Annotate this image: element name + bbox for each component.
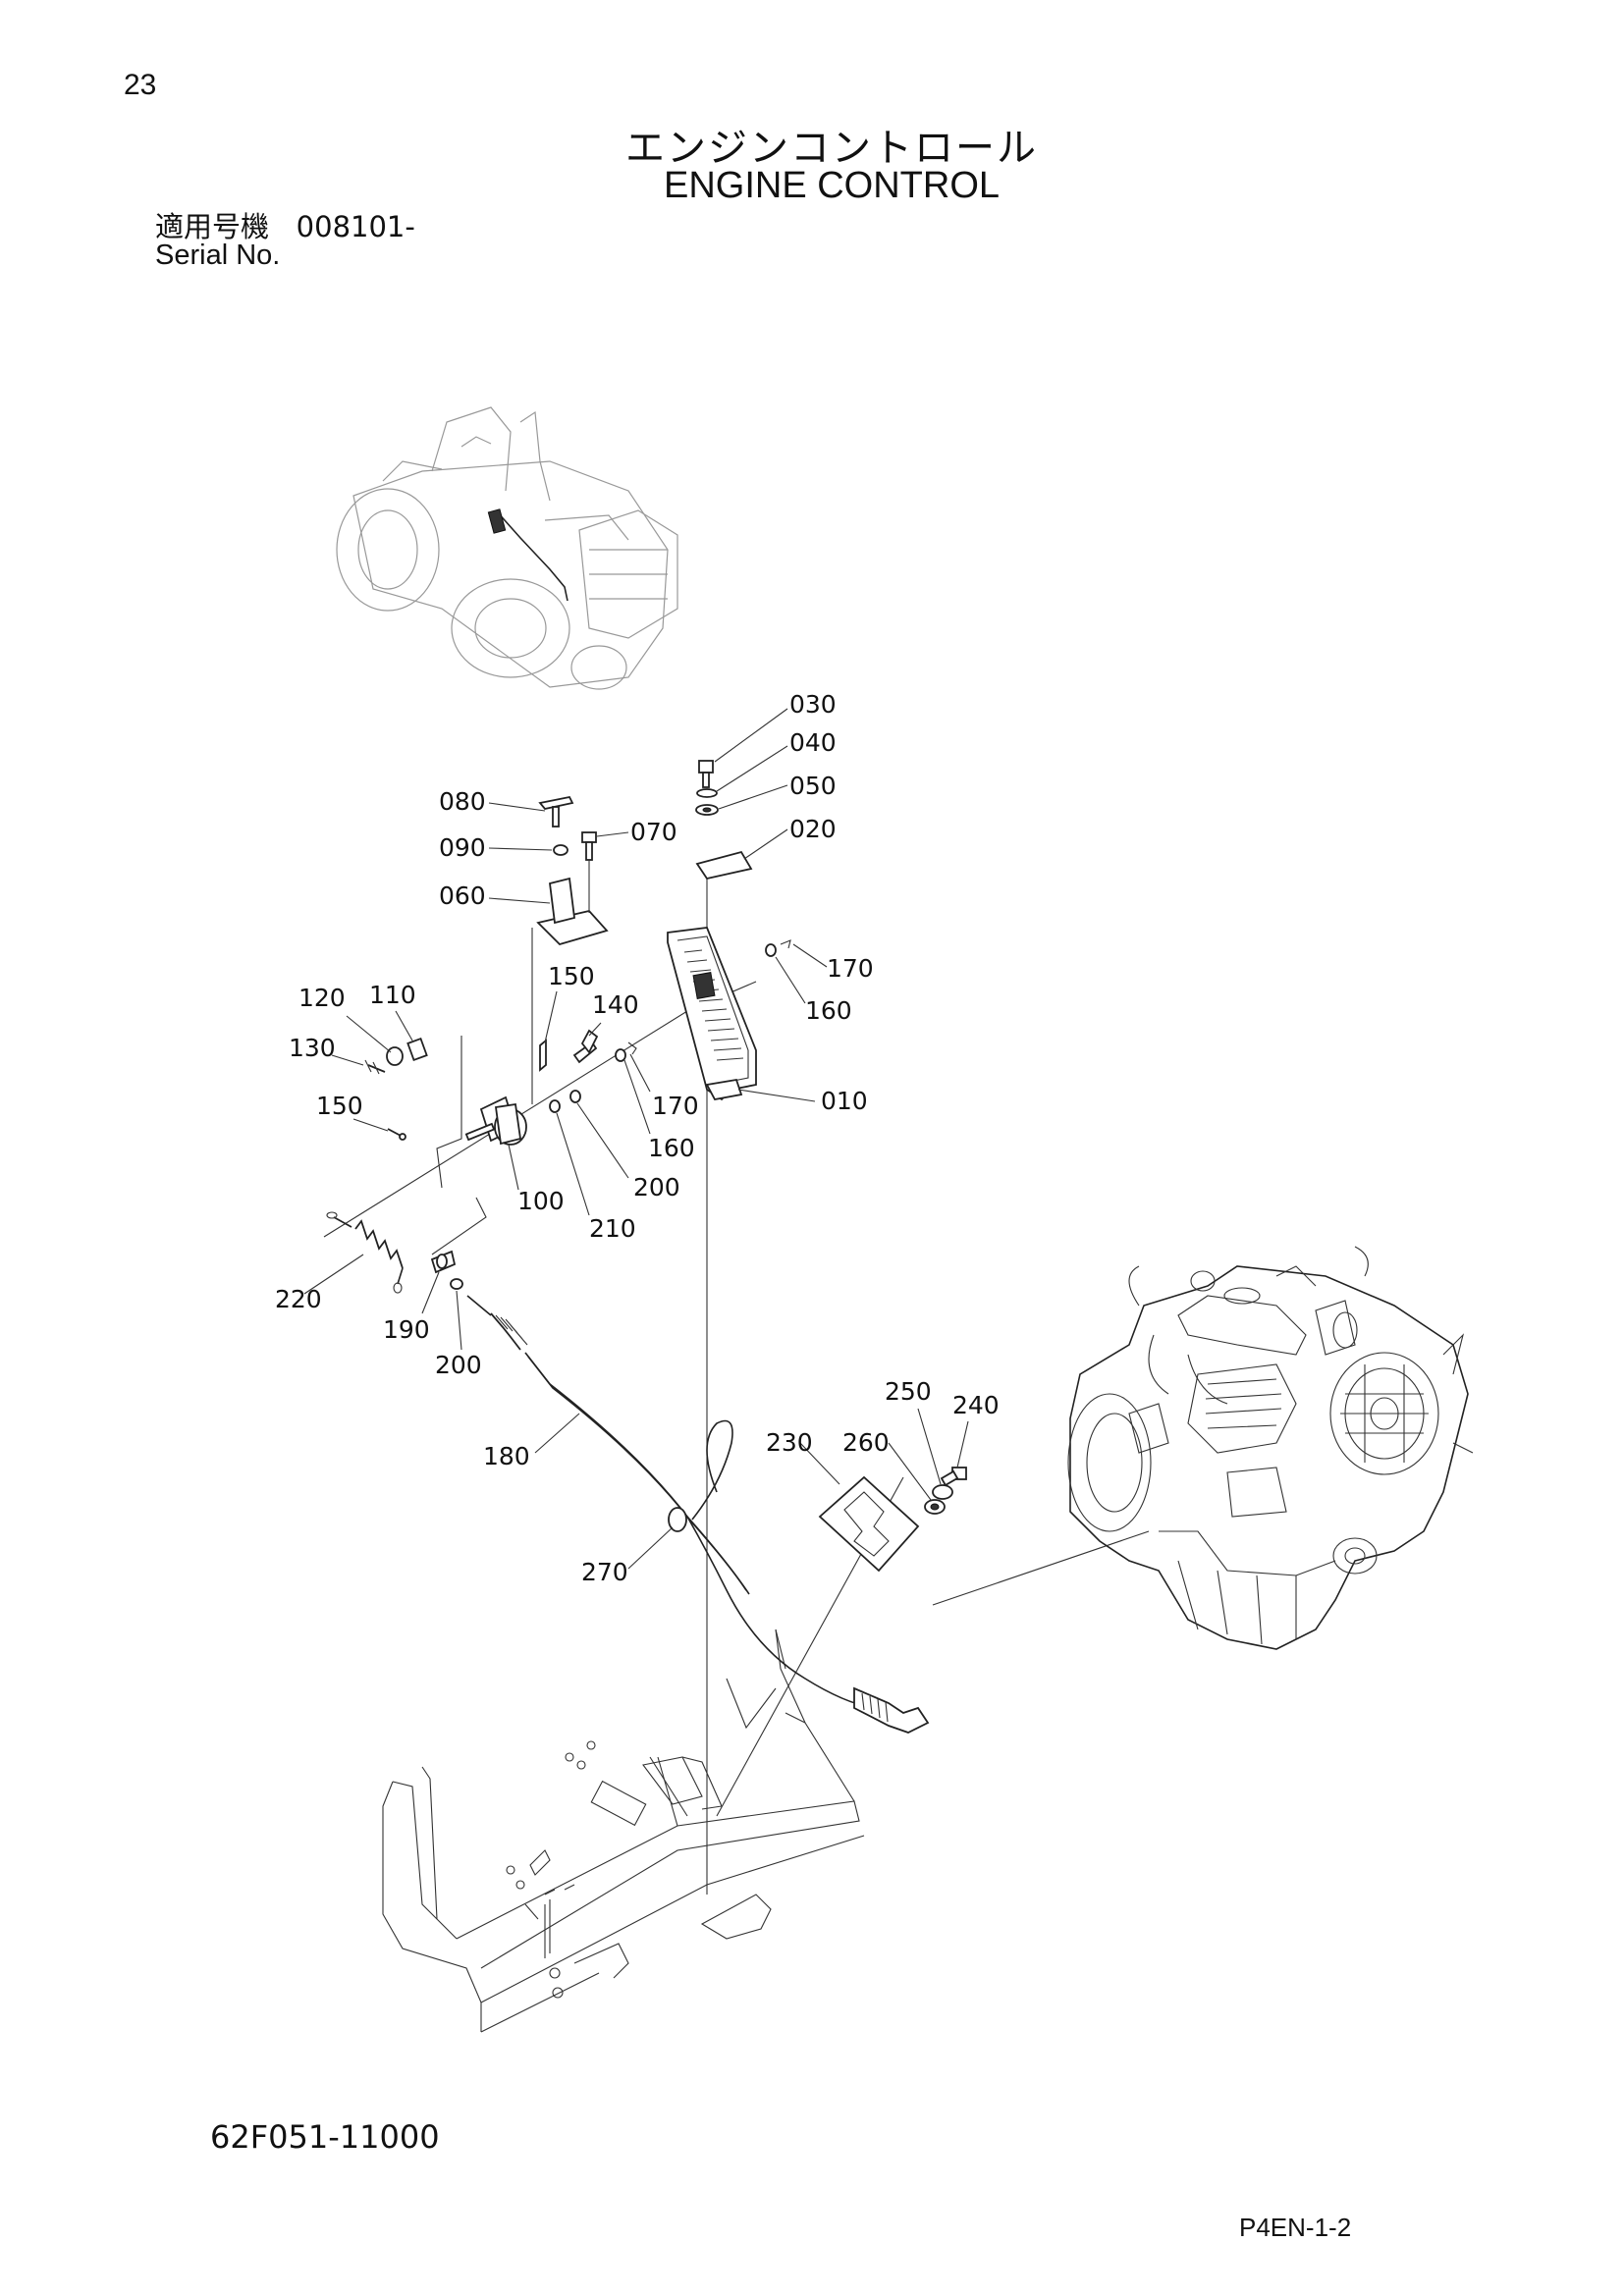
serial-label-english: Serial No. <box>155 240 281 271</box>
part-label-090: 090 <box>439 833 486 862</box>
engine-illustration <box>1067 1246 1474 1650</box>
page-number: 23 <box>124 69 157 101</box>
part-label-020: 020 <box>789 815 837 843</box>
part-number-labels: 030 040 050 020 080 090 070 060 170 160 … <box>275 690 1000 1586</box>
part-label-100: 100 <box>517 1187 565 1215</box>
part-label-140: 140 <box>592 990 639 1019</box>
throttle-lever-assembly <box>364 939 791 1146</box>
part-label-210: 210 <box>589 1214 636 1243</box>
floor-panel <box>382 1629 865 2033</box>
pedal-bracket <box>695 850 753 881</box>
part-label-150-lower: 150 <box>316 1092 363 1120</box>
part-label-200-upper: 200 <box>633 1173 680 1201</box>
serial-value: 008101- <box>296 210 415 243</box>
ref-line-lower <box>431 1197 487 1255</box>
accelerator-pedal <box>667 927 757 1101</box>
cable-joint <box>430 1250 463 1290</box>
serial-row-japanese: 適用号機 008101- <box>155 204 415 245</box>
machine-overview-sketch <box>336 406 678 690</box>
return-spring <box>326 1211 404 1294</box>
part-label-110: 110 <box>369 981 416 1009</box>
part-label-160-top: 160 <box>805 996 852 1025</box>
title-english: ENGINE CONTROL <box>663 165 1001 206</box>
bracket-assembly <box>536 795 609 946</box>
part-label-050: 050 <box>789 772 837 800</box>
part-label-250: 250 <box>885 1377 932 1406</box>
part-label-130: 130 <box>289 1034 336 1062</box>
part-label-150-upper: 150 <box>548 962 595 990</box>
part-label-080: 080 <box>439 787 486 816</box>
ref-line-left <box>436 1036 462 1189</box>
part-label-220: 220 <box>275 1285 322 1313</box>
part-label-170-top: 170 <box>827 954 874 983</box>
leader-lines <box>303 708 969 1570</box>
part-label-230: 230 <box>766 1428 813 1457</box>
part-label-040: 040 <box>789 728 837 757</box>
part-label-180: 180 <box>483 1442 530 1470</box>
cover-plate <box>818 1467 967 1573</box>
part-label-260: 260 <box>842 1428 890 1457</box>
drawing-number: 62F051-11000 <box>210 2118 440 2156</box>
ref-line-engine <box>932 1530 1150 1606</box>
part-label-190: 190 <box>383 1315 430 1344</box>
part-label-160-mid: 160 <box>648 1134 695 1162</box>
sheet-code: P4EN-1-2 <box>1239 2213 1352 2242</box>
part-label-030: 030 <box>789 690 837 719</box>
bolt-washers-top <box>695 760 719 816</box>
serial-label-japanese: 適用号機 <box>155 210 270 243</box>
part-label-060: 060 <box>439 881 486 910</box>
part-label-070: 070 <box>630 818 677 846</box>
part-label-200-lower: 200 <box>435 1351 482 1379</box>
throttle-cable <box>466 1295 930 1734</box>
part-label-170-mid: 170 <box>652 1092 699 1120</box>
part-label-240: 240 <box>952 1391 1000 1419</box>
title-japanese: エンジンコントロール <box>625 126 1038 171</box>
part-label-010: 010 <box>821 1087 868 1115</box>
part-label-120: 120 <box>298 984 346 1012</box>
part-label-270: 270 <box>581 1558 628 1586</box>
